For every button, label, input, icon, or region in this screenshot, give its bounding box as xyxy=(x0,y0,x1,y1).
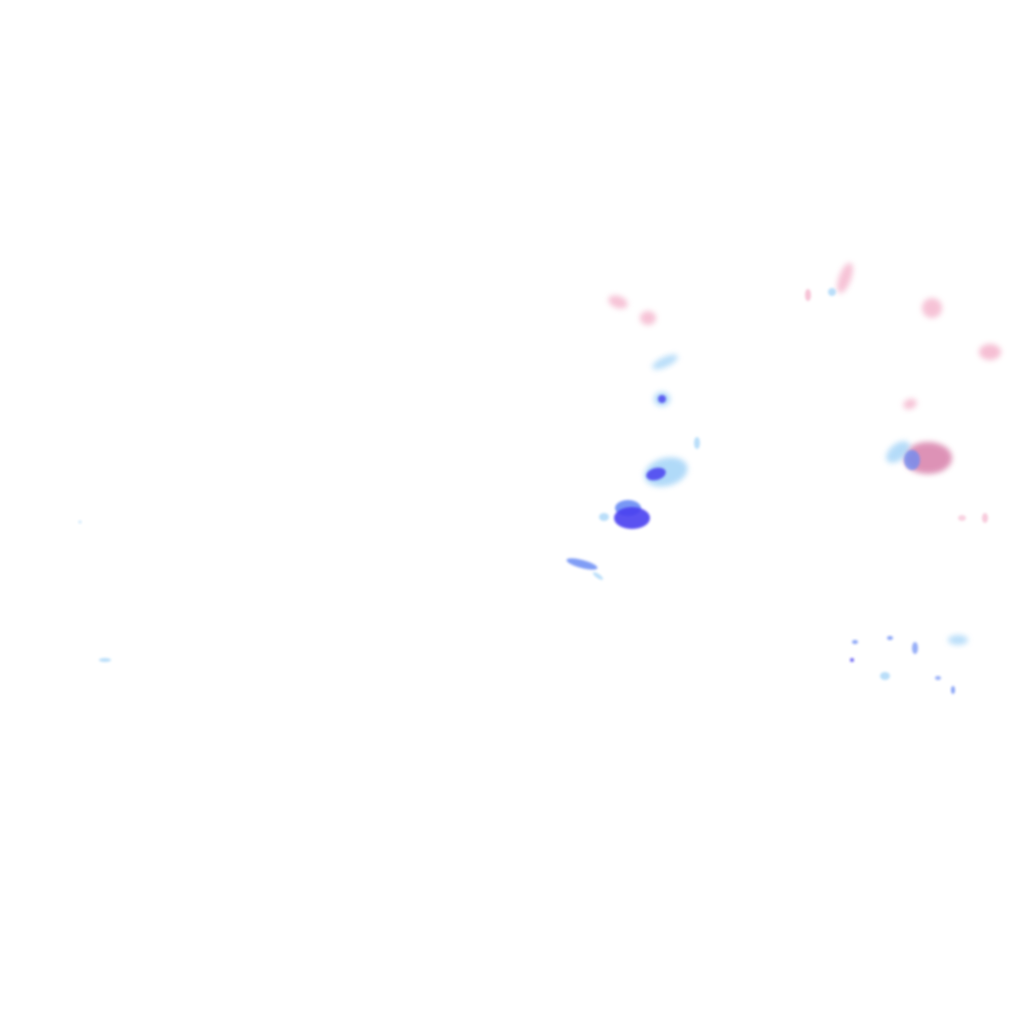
mixed-precip-echo xyxy=(837,262,853,294)
rain-echo xyxy=(599,513,609,521)
rain-echo xyxy=(78,520,82,524)
rain-echo xyxy=(886,441,910,463)
rain-echo xyxy=(646,467,666,481)
rain-echo xyxy=(880,672,890,680)
rain-echo xyxy=(592,572,604,580)
rain-echo xyxy=(852,640,858,644)
rain-echo xyxy=(99,658,111,662)
mixed-precip-echo xyxy=(640,311,656,325)
mixed-precip-echo xyxy=(608,295,628,309)
rain-echo xyxy=(887,636,893,640)
mixed-precip-echo xyxy=(903,398,917,410)
rain-echo xyxy=(652,354,678,370)
rain-echo xyxy=(828,288,836,296)
rain-echo xyxy=(566,558,598,570)
rain-echo xyxy=(850,658,854,662)
rain-echo xyxy=(904,450,920,470)
mixed-precip-echo xyxy=(805,289,811,301)
mixed-precip-echo xyxy=(922,298,942,318)
rain-echo xyxy=(948,635,968,645)
rain-echo xyxy=(951,686,955,694)
rain-echo xyxy=(694,437,700,449)
rain-echo xyxy=(912,642,918,654)
mixed-precip-echo xyxy=(982,513,988,523)
rain-echo xyxy=(658,395,666,403)
rain-echo xyxy=(614,507,650,529)
precipitation-echoes xyxy=(78,262,1001,694)
mixed-precip-echo xyxy=(958,515,966,521)
mixed-precip-echo xyxy=(979,344,1001,360)
rain-echo xyxy=(935,676,941,680)
